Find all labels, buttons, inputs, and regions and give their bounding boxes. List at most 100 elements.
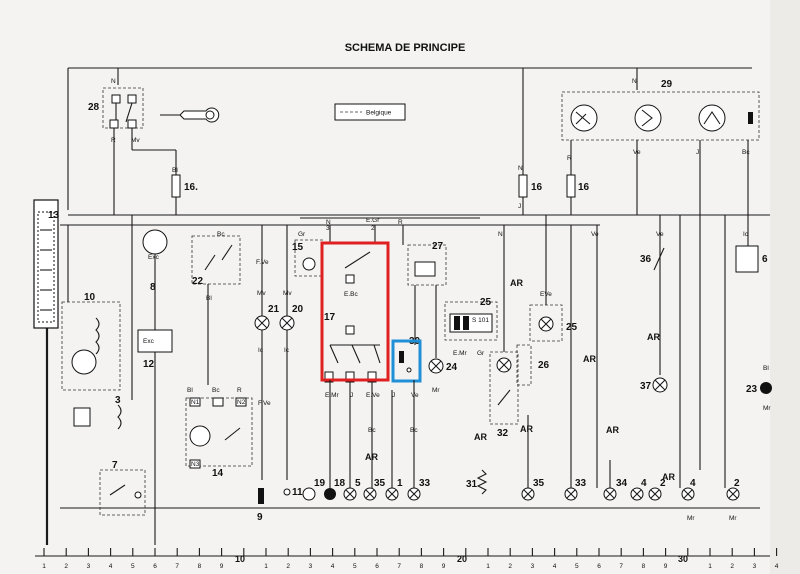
label-12: 12 bbox=[143, 359, 155, 370]
wl-fve-2: F.Ve bbox=[258, 400, 271, 407]
label-ar-6: AR bbox=[520, 424, 533, 434]
wl-ve-3: Ve bbox=[591, 231, 599, 238]
scale-tick-label: 8 bbox=[420, 563, 424, 570]
label-2b: 2 bbox=[734, 478, 740, 489]
lamp-21: 21 F.Ve bbox=[254, 225, 280, 480]
label-20: 20 bbox=[292, 304, 304, 315]
label-10: 10 bbox=[84, 292, 96, 303]
scale-tick-label: 7 bbox=[175, 563, 179, 570]
wire-bl-16a: Bl bbox=[172, 167, 178, 174]
legend-box: Belgique bbox=[334, 103, 406, 121]
wl-ve-4: Ve bbox=[656, 231, 664, 238]
legend-label: Belgique bbox=[366, 110, 392, 117]
label-29: 29 bbox=[661, 79, 673, 90]
wire-color-labels: Mv Mv Ic Ic F.Ve E.Mr J E.Ve J Ve E.Mr G… bbox=[187, 78, 771, 522]
lamp-24: 24 bbox=[428, 358, 458, 374]
scale-tick-label: 7 bbox=[397, 563, 401, 570]
scale-major-30: 30 bbox=[678, 554, 688, 564]
wl-r-2: R bbox=[567, 155, 572, 162]
scale-tick-label: 1 bbox=[264, 563, 268, 570]
scale-tick-label: 3 bbox=[309, 563, 313, 570]
wl-bc-4: Bc bbox=[217, 231, 225, 238]
label-19: 19 bbox=[314, 478, 326, 489]
lamp-37: 37 bbox=[640, 377, 668, 393]
switch-30: 30 bbox=[391, 336, 422, 383]
scale-tick-label: 7 bbox=[619, 563, 623, 570]
label-25a: 25 bbox=[480, 297, 492, 308]
scale-tick-label: 6 bbox=[597, 563, 601, 570]
switch-7: 7 bbox=[99, 460, 146, 516]
label-16c: 16 bbox=[578, 182, 590, 193]
wl-j-4: J bbox=[518, 203, 521, 210]
wire-exc-8: Exc bbox=[148, 254, 160, 261]
scale-tick-label: 9 bbox=[442, 563, 446, 570]
term-n1: N1 bbox=[191, 399, 200, 406]
label-25b: 25 bbox=[566, 322, 578, 333]
wl-n-2: N bbox=[632, 78, 637, 85]
label-3: 3 bbox=[115, 395, 121, 406]
wl-j-1: J bbox=[350, 392, 353, 399]
lamp-18: 18 bbox=[324, 478, 346, 500]
ignition-switch-28: 28 N R Mv bbox=[88, 78, 220, 215]
switch-22: 22 Bl bbox=[191, 235, 241, 385]
wl-ve-1: Ve bbox=[411, 392, 419, 399]
sensor-32: 32 bbox=[489, 225, 519, 439]
wl-mr-1: Mr bbox=[432, 387, 440, 394]
scale-tick-label: 1 bbox=[708, 563, 712, 570]
lamp-33: 33 bbox=[407, 478, 431, 501]
label-7: 7 bbox=[112, 460, 118, 471]
lamp-23: 23 bbox=[746, 382, 772, 395]
scale-tick-label: 2 bbox=[64, 563, 68, 570]
label-33b: 33 bbox=[575, 478, 587, 489]
label-11: 11 bbox=[292, 487, 303, 498]
wire-n-28: N bbox=[111, 78, 116, 85]
diagram-title: SCHEMA DE PRINCIPE bbox=[345, 42, 466, 54]
wl-j-2: J bbox=[392, 392, 395, 399]
label-8: 8 bbox=[150, 282, 156, 293]
lamp-35: 35 bbox=[363, 478, 386, 501]
label-13: 13 bbox=[48, 210, 60, 221]
term-2: 2 bbox=[371, 225, 375, 232]
scale-tick-label: 4 bbox=[109, 563, 113, 570]
label-37: 37 bbox=[640, 381, 652, 392]
lamp-19: 19 bbox=[302, 478, 326, 501]
label-17: 17 bbox=[324, 312, 336, 323]
wl-gr: Gr bbox=[477, 350, 485, 357]
scale-tick-label: 4 bbox=[553, 563, 557, 570]
label-ar-8: AR bbox=[662, 472, 675, 482]
label-18: 18 bbox=[334, 478, 346, 489]
wl-mr-3: Mr bbox=[687, 515, 695, 522]
label-14: 14 bbox=[212, 468, 224, 479]
wl-mr-2: Mr bbox=[763, 405, 771, 412]
wl-n-4: N bbox=[326, 219, 331, 226]
label-28: 28 bbox=[88, 102, 100, 113]
label-1: 1 bbox=[397, 478, 403, 489]
term-n2: N2 bbox=[237, 399, 246, 406]
label-16b: 16 bbox=[531, 182, 543, 193]
label-31: 31 bbox=[466, 479, 478, 490]
scale-tick-label: 2 bbox=[508, 563, 512, 570]
wire-mv-28: Mv bbox=[131, 137, 140, 144]
wl-mr-4: Mr bbox=[729, 515, 737, 522]
wl-eve: E.Ve bbox=[366, 392, 380, 399]
fuse-16-left: 16. Bl bbox=[171, 167, 198, 215]
scale-tick-label: 4 bbox=[331, 563, 335, 570]
scale-major-10: 10 bbox=[235, 554, 245, 564]
scale-tick-label: 5 bbox=[353, 563, 357, 570]
generator-10: 10 bbox=[61, 225, 121, 391]
scale-tick-label: 6 bbox=[375, 563, 379, 570]
wl-ic-2: Ic bbox=[284, 347, 290, 354]
label-33a: 33 bbox=[419, 478, 431, 489]
label-ar-2: AR bbox=[583, 354, 596, 364]
blue-highlight-box bbox=[391, 339, 422, 383]
scale-tick-label: 4 bbox=[775, 563, 779, 570]
label-ar-7: AR bbox=[606, 425, 619, 435]
label-2a: 2 bbox=[660, 478, 666, 489]
headlamp-unit-29: 29 bbox=[561, 79, 760, 470]
scale-tick-label: 5 bbox=[575, 563, 579, 570]
scale-tick-label: 6 bbox=[153, 563, 157, 570]
label-24: 24 bbox=[446, 362, 458, 373]
label-26: 26 bbox=[538, 360, 550, 371]
